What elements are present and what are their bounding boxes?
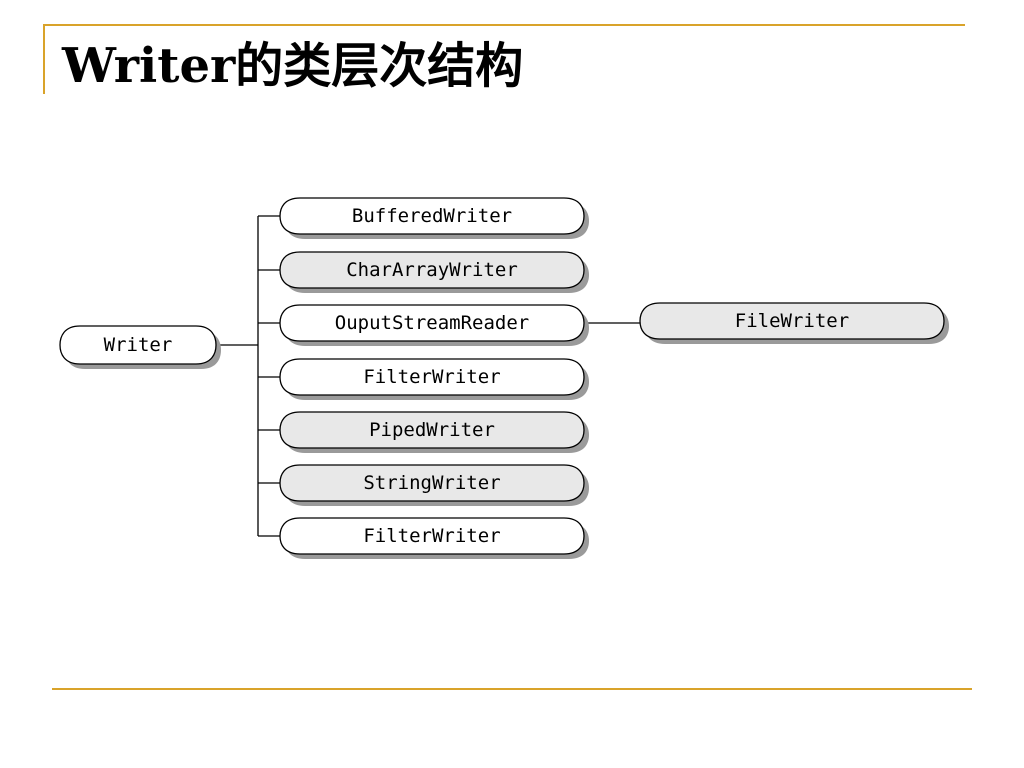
node-child-6: StringWriter [279, 464, 589, 506]
node-grandchild: FileWriter [639, 302, 949, 344]
node-child-shape [279, 304, 585, 342]
node-child-shape [279, 517, 585, 555]
node-grandchild-label: FileWriter [735, 310, 849, 332]
footer-accent-line [52, 688, 972, 690]
node-child-7: FilterWriter [279, 517, 589, 559]
node-child-label: CharArrayWriter [346, 259, 518, 281]
node-child-1: BufferedWriter [279, 197, 589, 239]
node-child-shape [279, 251, 585, 289]
node-child-shape [279, 411, 585, 449]
title-accent-line-top [43, 24, 965, 26]
node-child-label: PipedWriter [369, 419, 495, 441]
node-child-label: OuputStreamReader [335, 312, 529, 334]
title-accent-line-left [43, 24, 45, 94]
node-child-label: BufferedWriter [352, 205, 512, 227]
slide-title: Writer的类层次结构 [62, 38, 524, 94]
connector-lines [216, 215, 640, 537]
node-grandchild-shape [639, 302, 945, 340]
node-root: Writer [59, 325, 221, 369]
node-child-5: PipedWriter [279, 411, 589, 453]
node-root-label: Writer [104, 334, 173, 356]
node-root-shape [59, 325, 217, 365]
node-child-label: StringWriter [363, 472, 500, 494]
node-child-4: FilterWriter [279, 358, 589, 400]
node-child-label: FilterWriter [363, 525, 500, 547]
node-child-shape [279, 358, 585, 396]
node-child-shape [279, 464, 585, 502]
node-child-2: CharArrayWriter [279, 251, 589, 293]
node-child-label: FilterWriter [363, 366, 500, 388]
node-child-shape [279, 197, 585, 235]
node-child-3: OuputStreamReader [279, 304, 589, 346]
